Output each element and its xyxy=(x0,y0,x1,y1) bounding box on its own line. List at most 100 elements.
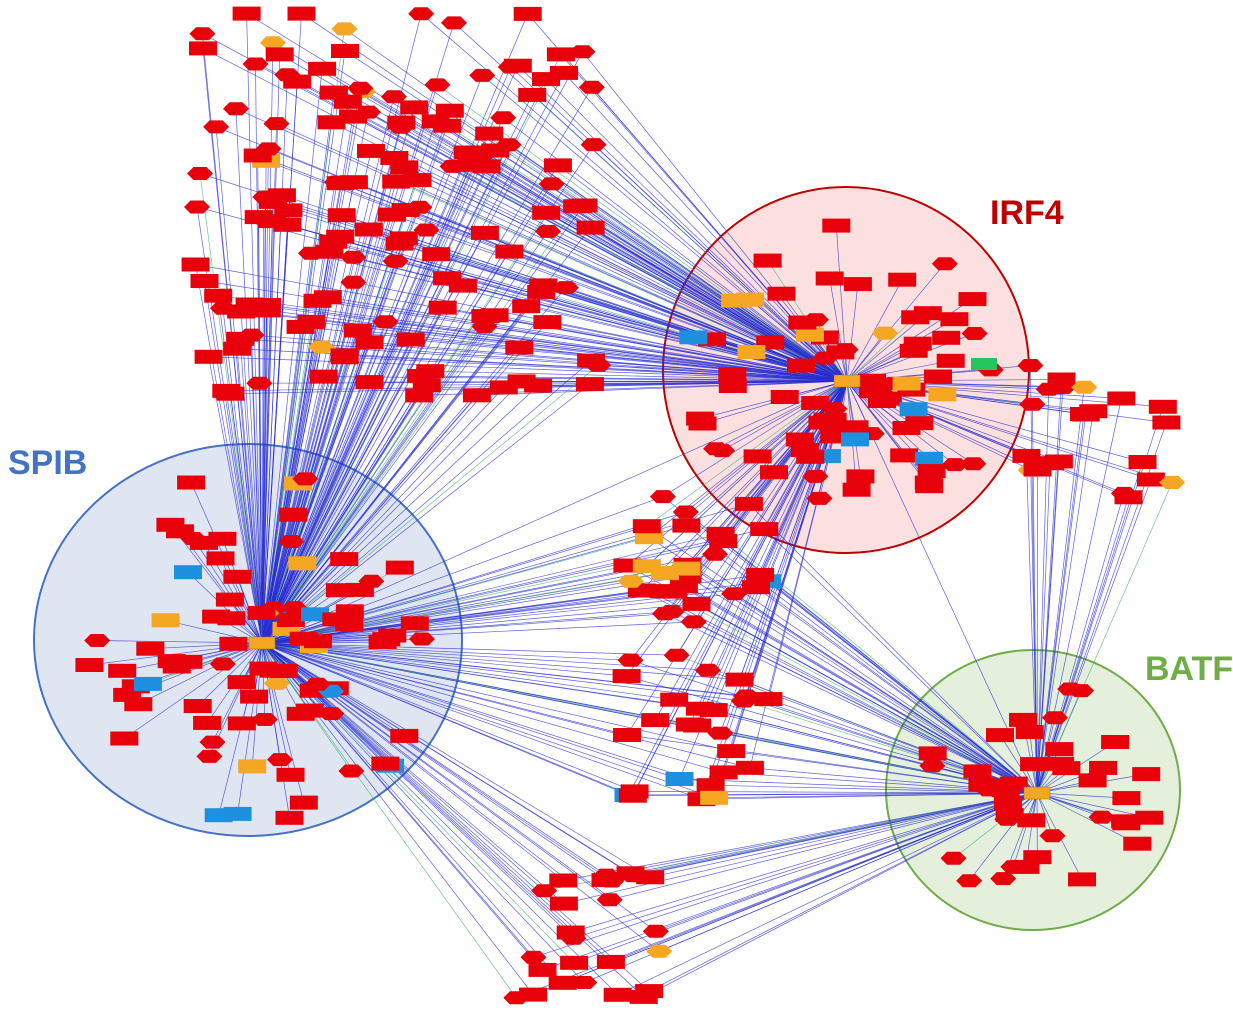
gene-node xyxy=(355,375,384,390)
gene-node-hexagon xyxy=(1039,829,1066,843)
spib-title: SPIB xyxy=(8,444,87,482)
gene-node xyxy=(549,873,578,888)
gene-node xyxy=(888,272,917,287)
spib-hub-node xyxy=(248,636,276,650)
gene-node xyxy=(327,208,356,223)
gene-node xyxy=(403,173,432,188)
edge xyxy=(590,227,848,382)
gene-node xyxy=(322,612,351,627)
gene-node xyxy=(279,507,308,522)
gene-node xyxy=(795,327,824,342)
gene-node xyxy=(760,465,788,480)
edge xyxy=(589,380,848,385)
gene-node xyxy=(1089,760,1118,775)
edge xyxy=(261,214,393,644)
edge xyxy=(261,642,769,700)
gene-node xyxy=(679,330,708,345)
gene-node xyxy=(632,519,661,534)
edge xyxy=(687,575,1038,794)
edge xyxy=(246,13,848,382)
gene-node xyxy=(1128,455,1157,469)
gene-node xyxy=(505,340,534,355)
edge xyxy=(261,580,631,644)
edge xyxy=(261,603,697,644)
gene-node xyxy=(995,808,1024,822)
gene-node-hexagon xyxy=(593,868,620,882)
edge xyxy=(611,792,1038,882)
edge xyxy=(563,792,1038,881)
gene-node xyxy=(672,561,701,576)
gene-node xyxy=(177,475,206,490)
gene-node-hexagon xyxy=(832,343,859,357)
edge xyxy=(261,385,539,644)
gene-node xyxy=(767,286,796,301)
gene-node xyxy=(958,292,987,307)
gene-node-hexagon xyxy=(209,657,236,671)
gene-node xyxy=(858,373,887,388)
gene-node xyxy=(1078,773,1107,788)
edge xyxy=(261,642,715,799)
gene-node xyxy=(936,353,965,368)
edge xyxy=(999,734,1038,794)
edge xyxy=(261,148,269,644)
edge xyxy=(261,565,647,644)
gene-node xyxy=(288,556,317,571)
edge xyxy=(261,92,335,644)
edge xyxy=(430,370,848,382)
edge xyxy=(453,22,848,382)
gene-node-hexagon xyxy=(1159,476,1186,489)
gene-node xyxy=(993,795,1022,810)
gene-node xyxy=(380,151,409,165)
edge xyxy=(671,611,1038,794)
gene-node xyxy=(815,271,844,286)
edge xyxy=(1036,406,1164,794)
gene-node xyxy=(846,469,875,484)
gene-node xyxy=(963,764,992,779)
gene-node-hexagon xyxy=(535,224,561,238)
gene-node xyxy=(709,534,738,549)
gene-node-hexagon xyxy=(1019,397,1046,411)
edge xyxy=(261,28,345,644)
edge xyxy=(187,571,263,644)
gene-node xyxy=(1107,391,1136,406)
gene-node-hexagon xyxy=(382,254,409,268)
gene-node-hexagon xyxy=(372,315,399,329)
gene-node-hexagon xyxy=(495,138,522,152)
edge xyxy=(235,108,848,382)
gene-node xyxy=(232,6,261,21)
edge xyxy=(261,380,848,644)
edge xyxy=(508,144,848,382)
gene-node-hexagon xyxy=(663,648,690,662)
gene-node-hexagon xyxy=(617,574,644,588)
gene-node xyxy=(297,314,326,329)
gene-node xyxy=(1112,816,1141,831)
gene-node-hexagon xyxy=(709,444,735,458)
gene-node-hexagon xyxy=(408,632,435,646)
edge xyxy=(261,218,264,644)
edge xyxy=(261,642,714,711)
gene-node-hexagon xyxy=(380,90,407,104)
gene-node xyxy=(971,358,997,370)
gene-node xyxy=(569,198,598,213)
gene-node xyxy=(750,522,779,537)
gene-node-hexagon xyxy=(812,351,839,365)
edge xyxy=(570,792,1038,933)
gene-node xyxy=(560,955,589,970)
gene-node xyxy=(274,203,303,218)
edge xyxy=(759,574,1038,794)
edge xyxy=(261,642,675,701)
gene-node xyxy=(1123,836,1152,851)
gene-node xyxy=(400,100,429,115)
gene-node-hexagon xyxy=(721,587,748,601)
gene-node xyxy=(746,567,775,582)
gene-node xyxy=(330,552,359,567)
gene-node xyxy=(223,806,252,821)
gene-node-hexagon xyxy=(318,707,345,721)
gene-node-hexagon xyxy=(990,872,1017,886)
gene-node xyxy=(190,274,219,288)
edge xyxy=(195,264,848,382)
gene-node xyxy=(287,6,316,21)
gene-node xyxy=(472,159,501,174)
edge xyxy=(1036,792,1127,799)
gene-node-hexagon xyxy=(960,457,987,471)
